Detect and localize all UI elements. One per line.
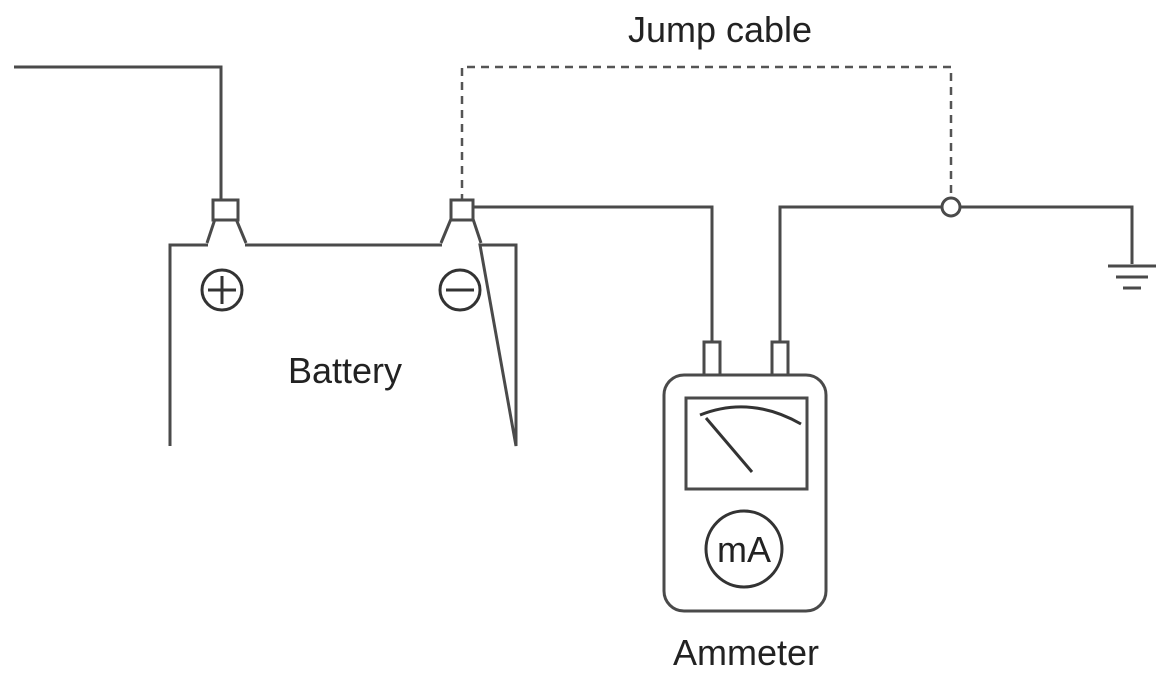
- negative-terminal-icon: [438, 268, 482, 312]
- ammeter-left-probe: [702, 340, 722, 378]
- battery-case: [168, 243, 518, 447]
- meter-scale-arc: [699, 405, 802, 426]
- negative-to-ammeter-wire: [474, 205, 714, 343]
- meter-needle: [704, 417, 754, 473]
- ground-icon: [1108, 264, 1156, 290]
- jump-cable-label: Jump cable: [628, 9, 812, 50]
- jump-cable-dashed: [460, 65, 953, 202]
- battery: Battery: [168, 198, 518, 447]
- connection-node: [940, 196, 962, 218]
- positive-terminal-icon: [200, 268, 244, 312]
- positive-lead-wire: [14, 65, 223, 202]
- ammeter: mA Ammeter: [662, 340, 828, 673]
- ammeter-label: Ammeter: [673, 632, 819, 673]
- junction-to-ground-wire: [960, 205, 1134, 264]
- ammeter-display: [684, 396, 809, 491]
- ammeter-right-probe: [770, 340, 790, 378]
- ammeter-unit-circle: [704, 509, 784, 589]
- ammeter-to-ground-wire: [778, 205, 942, 343]
- ammeter-unit-label: mA: [717, 529, 771, 570]
- battery-label: Battery: [288, 350, 402, 391]
